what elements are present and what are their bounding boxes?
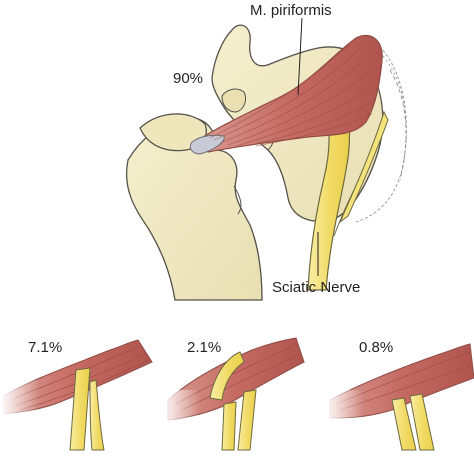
percent-label-variant-a: 7.1% <box>28 339 63 356</box>
percent-label-main: 90% <box>173 70 204 87</box>
variant-illustration-0-8 <box>324 343 474 451</box>
variant-illustration-7-1 <box>0 339 153 451</box>
muscle-leader-line <box>297 17 303 96</box>
nerve-label: Sciatic Nerve <box>272 279 361 296</box>
piriformis-muscle <box>189 34 383 155</box>
percent-label-variant-c: 0.8% <box>359 339 394 356</box>
percent-label-variant-b: 2.1% <box>187 339 222 356</box>
variant-illustration-2-1 <box>160 337 305 451</box>
contour-lines <box>355 39 407 223</box>
muscle-label: M. piriformis <box>250 2 332 19</box>
